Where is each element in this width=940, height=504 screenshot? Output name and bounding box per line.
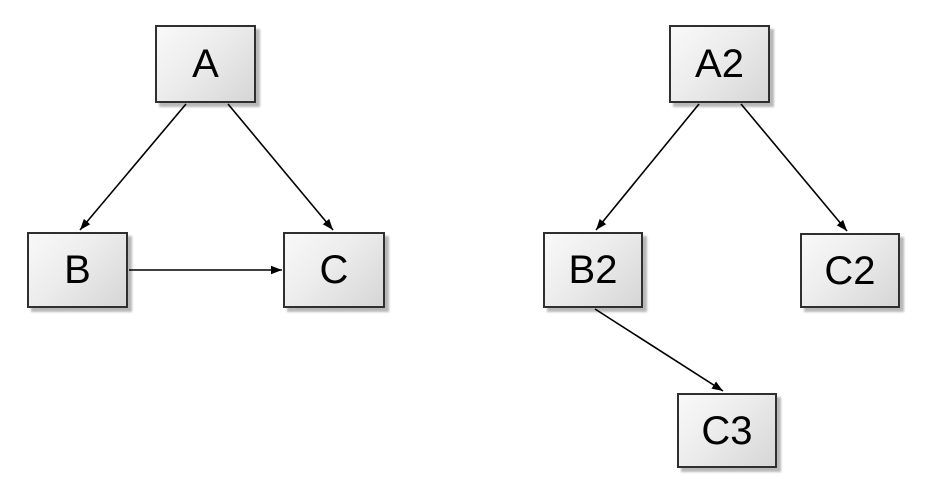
node-B2[interactable]: B2 xyxy=(543,232,643,308)
node-A[interactable]: A xyxy=(155,25,256,103)
node-C2[interactable]: C2 xyxy=(800,233,900,308)
edge-A-C xyxy=(227,103,334,231)
node-C3[interactable]: C3 xyxy=(677,393,777,468)
edge-B2-C3 xyxy=(594,308,724,392)
node-A2[interactable]: A2 xyxy=(669,25,770,103)
node-C[interactable]: C xyxy=(283,232,385,308)
edge-group xyxy=(79,103,848,392)
edge-A2-C2 xyxy=(740,103,848,232)
node-label-C3: C3 xyxy=(701,408,753,453)
node-label-A2: A2 xyxy=(695,42,744,86)
edge-A2-B2 xyxy=(595,103,700,231)
node-label-B2: B2 xyxy=(568,248,618,292)
node-B[interactable]: B xyxy=(27,232,128,308)
edge-A-B xyxy=(79,103,187,231)
node-label-B: B xyxy=(64,248,91,292)
node-label-A: A xyxy=(192,42,219,86)
node-label-C2: C2 xyxy=(824,248,876,293)
node-label-C: C xyxy=(319,248,349,292)
